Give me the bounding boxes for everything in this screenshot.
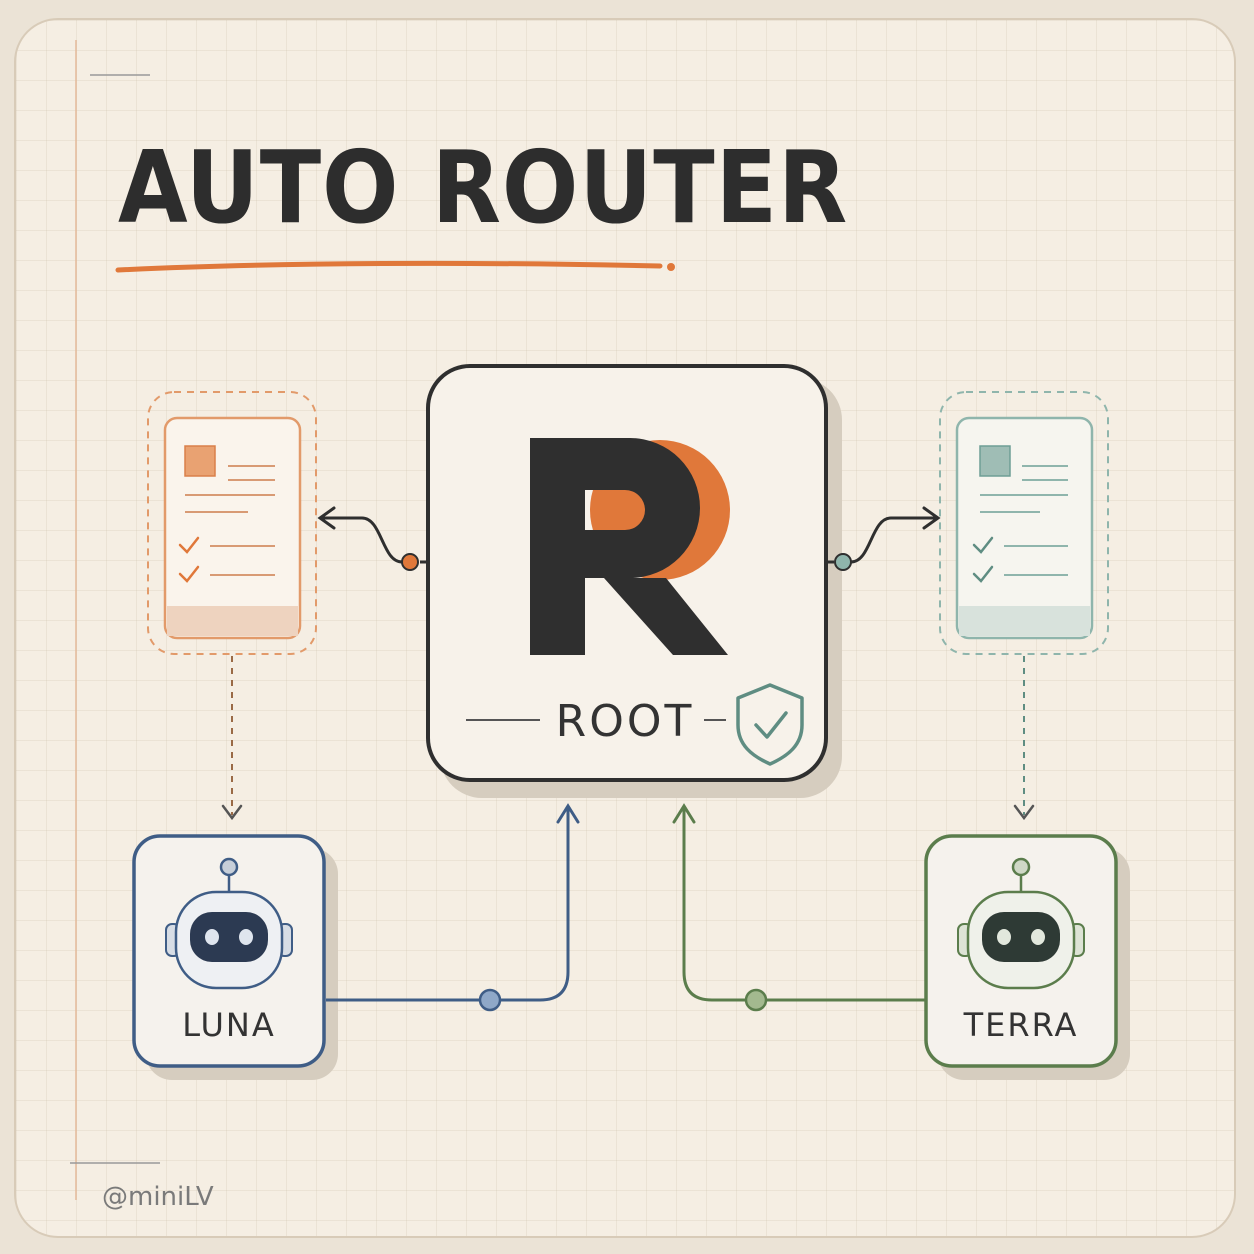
right-document-thumbnail bbox=[979, 445, 1011, 477]
checkmark-icon bbox=[972, 536, 994, 554]
connector-left-document-to-luna bbox=[221, 656, 243, 821]
arrowhead-left bbox=[317, 506, 336, 530]
title-underline-dot bbox=[667, 263, 675, 271]
robot-icon bbox=[165, 857, 293, 990]
page-title: AUTO ROUTER bbox=[118, 129, 849, 246]
checkmark-icon bbox=[178, 536, 200, 554]
arrowhead-right bbox=[922, 506, 941, 530]
left-document-node bbox=[147, 391, 317, 655]
watermark-handle: @miniLV bbox=[102, 1182, 214, 1212]
terra-node[interactable] bbox=[924, 834, 1130, 1080]
connector-root-to-right-document bbox=[826, 506, 941, 571]
terra-label: TERRA bbox=[963, 1006, 1079, 1044]
connector-right-document-to-terra bbox=[1013, 656, 1035, 821]
right-document-footer bbox=[959, 606, 1090, 636]
left-document-dashed-frame bbox=[147, 391, 317, 655]
connector-luna-to-root bbox=[326, 803, 580, 1012]
r-logo-icon bbox=[530, 438, 730, 655]
robot-icon bbox=[957, 857, 1085, 990]
root-label: ROOT bbox=[555, 696, 695, 747]
right-document-node bbox=[939, 391, 1109, 655]
luna-node[interactable] bbox=[132, 834, 338, 1080]
luna-label: LUNA bbox=[182, 1006, 276, 1044]
checkmark-icon bbox=[972, 565, 994, 583]
right-document-dashed-frame bbox=[939, 391, 1109, 655]
connector-root-to-left-document bbox=[317, 506, 428, 571]
title-underline bbox=[115, 260, 663, 273]
shield-check-icon bbox=[736, 683, 804, 766]
connector-terra-to-root bbox=[672, 803, 926, 1012]
root-node[interactable] bbox=[426, 364, 842, 798]
right-document-page bbox=[955, 416, 1094, 640]
left-document-footer bbox=[167, 606, 298, 636]
left-document-thumbnail bbox=[184, 445, 216, 477]
checkmark-icon bbox=[178, 565, 200, 583]
